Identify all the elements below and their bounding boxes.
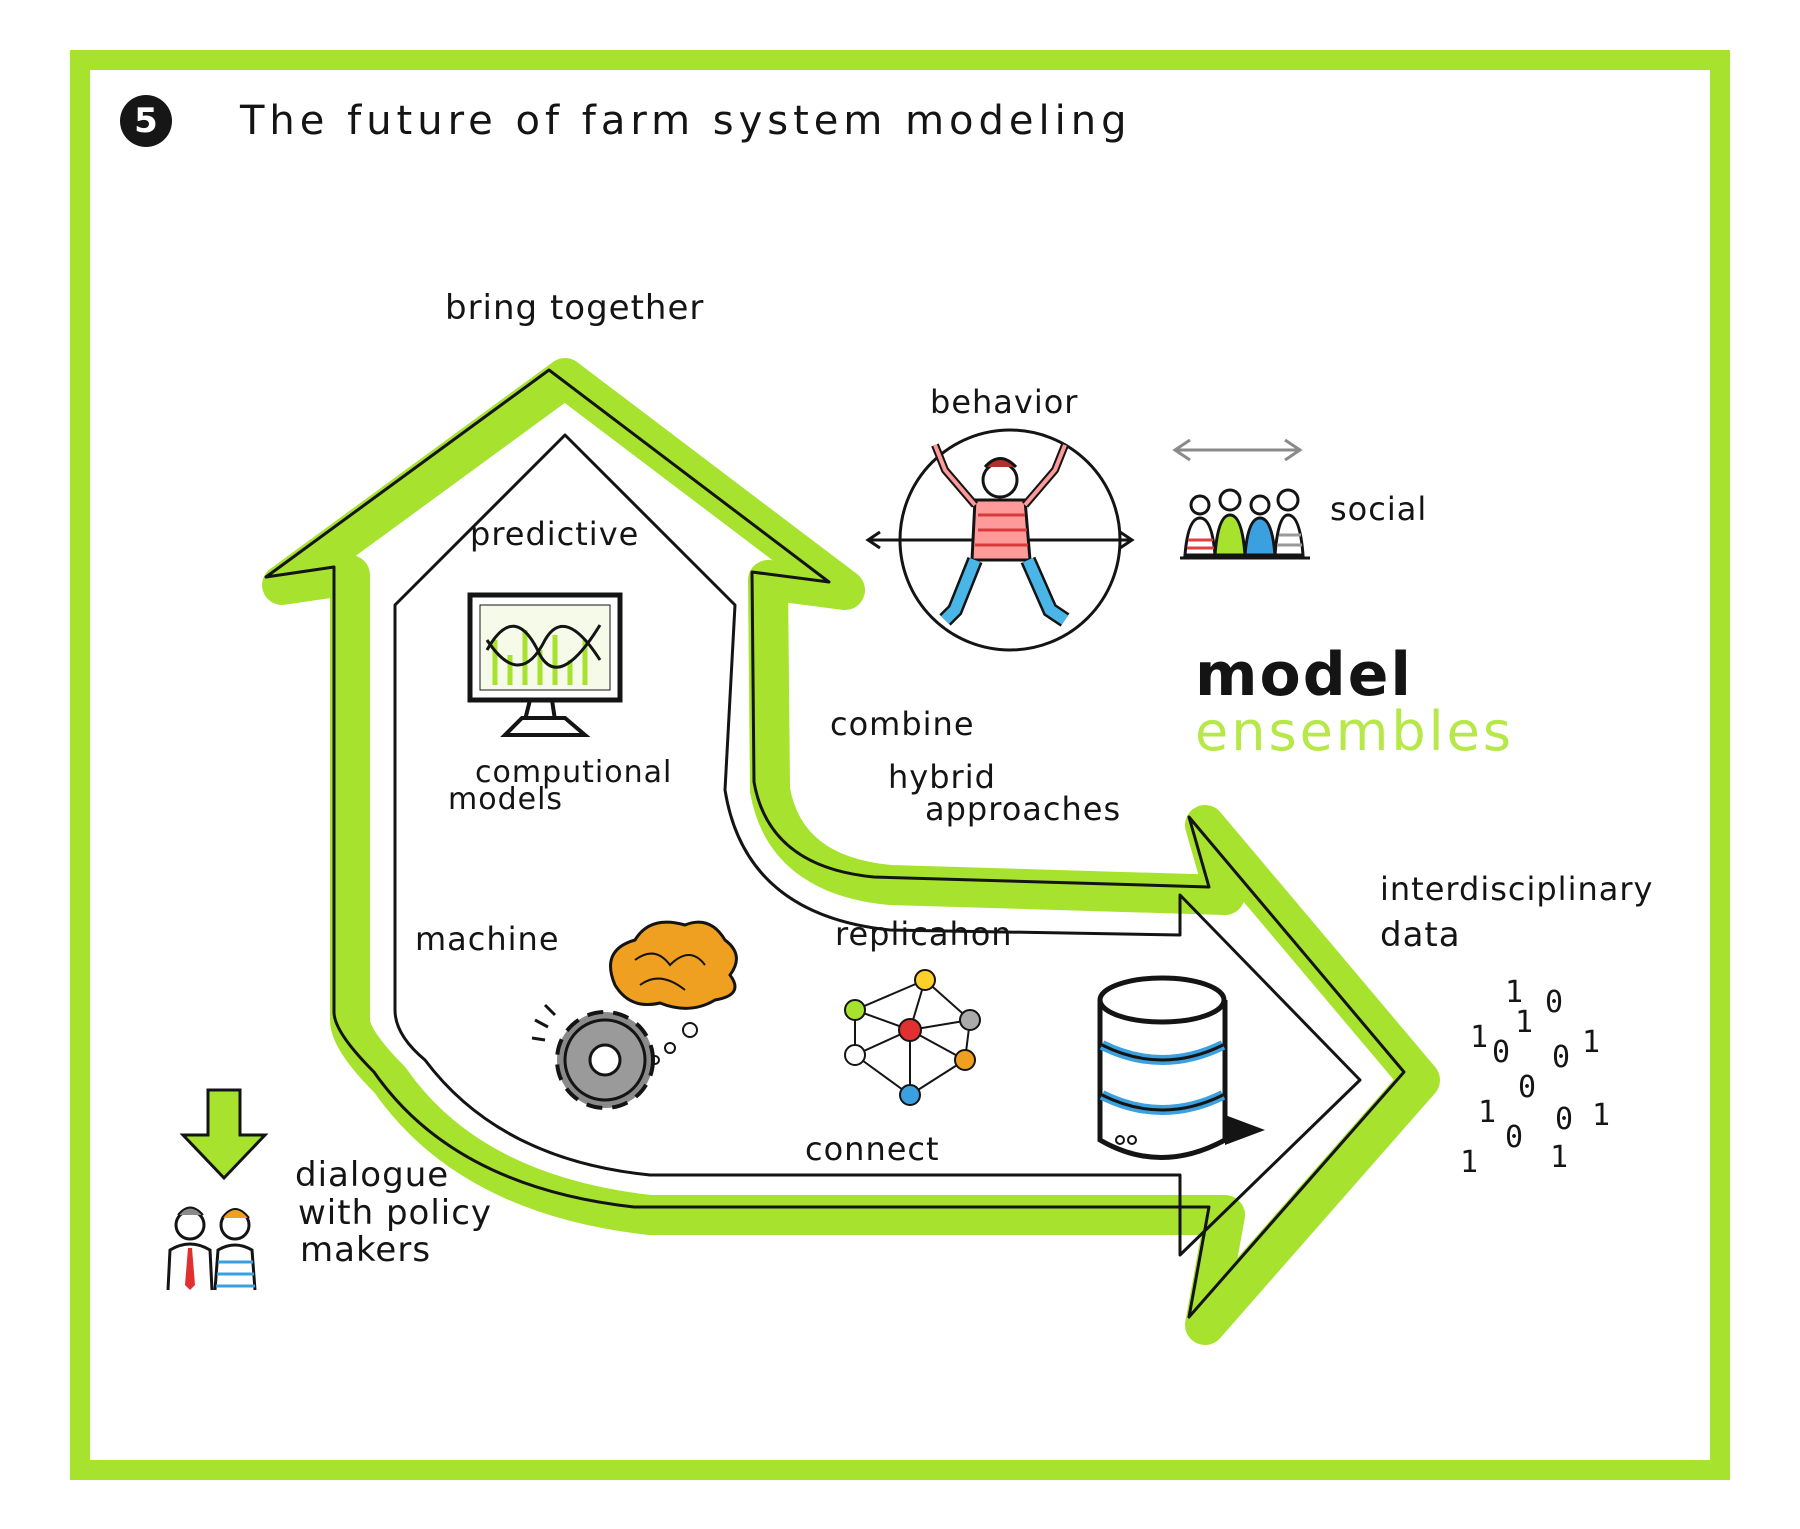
number-badge: 5: [120, 95, 172, 147]
outer-frame: [70, 50, 1730, 1480]
label-makers: makers: [300, 1230, 432, 1270]
binary-digit: 1: [1550, 1140, 1569, 1175]
label-combine: combine: [830, 705, 975, 743]
binary-digit: 0: [1545, 985, 1564, 1020]
label-approaches: approaches: [925, 790, 1122, 828]
label-models: models: [448, 782, 564, 817]
binary-digit: 1: [1505, 975, 1524, 1010]
label-with-policy: with policy: [298, 1193, 493, 1233]
policy-makers-icon: [166, 1206, 257, 1291]
label-hybrid: hybrid: [888, 758, 996, 796]
gear-icon: [531, 1003, 655, 1110]
label-interdisciplinary: interdisciplinary: [1380, 870, 1654, 908]
label-machine: machine: [415, 920, 560, 958]
label-computional: computional: [475, 755, 673, 790]
down-arrow-icon: [179, 1088, 269, 1181]
binary-digit: 0: [1555, 1102, 1574, 1137]
label-data: data: [1380, 915, 1461, 955]
network-icon: [844, 969, 981, 1106]
label-replication: replicahon: [835, 915, 1013, 953]
label-model: model: [1195, 640, 1413, 710]
binary-digit: 1: [1515, 1005, 1534, 1040]
label-predictive: predictive: [470, 515, 640, 553]
label-social: social: [1330, 490, 1428, 528]
social-group-icon: [1180, 488, 1310, 560]
label-ensembles: ensembles: [1195, 700, 1515, 763]
binary-digit: 0: [1552, 1040, 1571, 1075]
page-title: The future of farm system modeling: [240, 98, 1132, 144]
binary-digit: 0: [1518, 1070, 1537, 1105]
brain-icon: [609, 920, 738, 1065]
person-circle-icon: [865, 428, 1135, 652]
database-icon: [1097, 975, 1265, 1160]
monitor-chart-icon: [467, 592, 623, 737]
binary-digit: 0: [1505, 1120, 1524, 1155]
label-behavior: behavior: [930, 383, 1079, 421]
binary-digit: 1: [1582, 1025, 1601, 1060]
label-bring-together: bring together: [445, 288, 705, 328]
binary-digit: 1: [1460, 1145, 1479, 1180]
binary-digit: 1: [1470, 1020, 1489, 1055]
label-dialogue: dialogue: [295, 1155, 450, 1195]
double-arrow-icon: [1172, 438, 1303, 462]
up-arrow-shape: [262, 358, 1440, 1345]
binary-digit: 0: [1492, 1035, 1511, 1070]
label-connect: connect: [805, 1130, 940, 1168]
binary-digit: 1: [1592, 1098, 1611, 1133]
binary-digit: 1: [1478, 1095, 1497, 1130]
